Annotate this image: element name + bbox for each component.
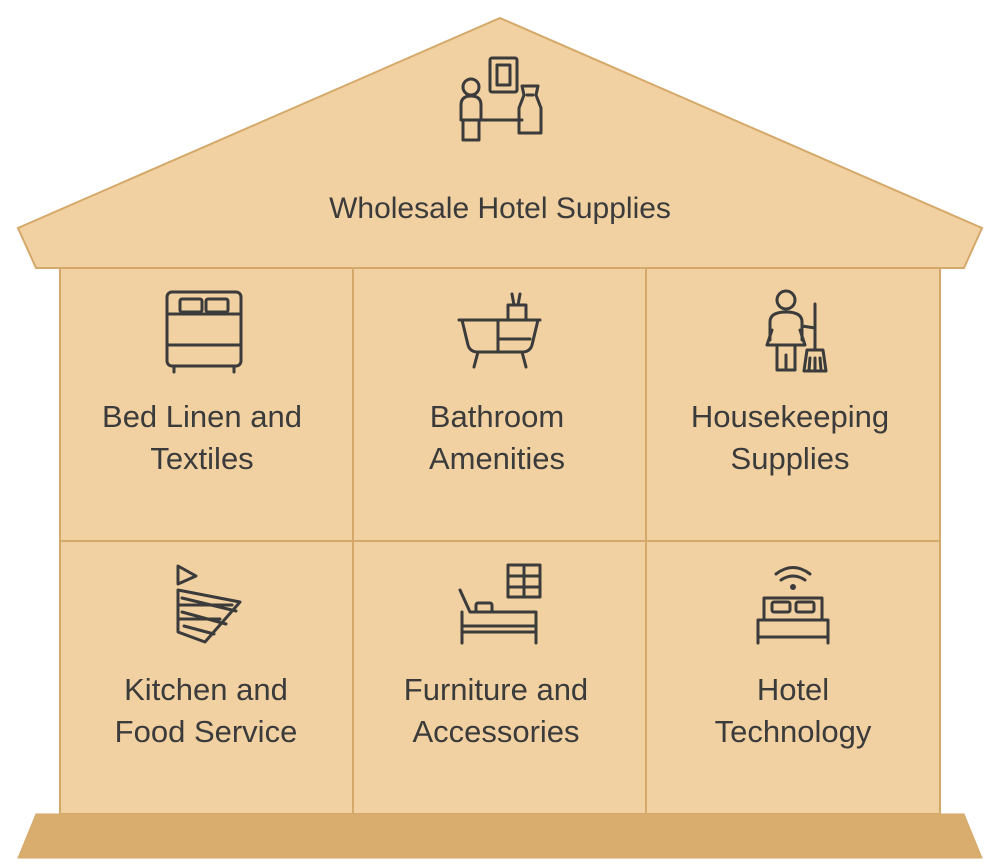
room-5-label-line-1: Furniture and — [404, 672, 588, 707]
roof — [16, 16, 984, 269]
bed-icon — [165, 290, 243, 374]
building-base — [17, 813, 983, 859]
roof-title: Wholesale Hotel Supplies — [329, 192, 671, 225]
room-5-label-line-2: Accessories — [412, 714, 579, 749]
room-4-label-line-1: Kitchen and — [124, 672, 288, 707]
room-6-label-line-1: Hotel — [757, 672, 829, 707]
room-2-label-line-2: Amenities — [429, 441, 565, 476]
smart-bed-wifi-icon — [756, 566, 830, 645]
bathroom-vanity-icon — [457, 292, 542, 369]
room-1-label-line-2: Textiles — [150, 441, 253, 476]
room-4-label-line-2: Food Service — [115, 714, 298, 749]
kitchen-utensils-icon — [176, 564, 242, 644]
room-3-label-line-2: Supplies — [731, 441, 850, 476]
room-dividers — [60, 268, 940, 814]
hotel-reception-icon — [459, 56, 543, 142]
room-2-label-line-1: Bathroom — [430, 399, 564, 434]
room-3-label-line-1: Housekeeping — [691, 399, 889, 434]
housekeeper-broom-icon — [765, 289, 828, 373]
room-6-label-line-2: Technology — [715, 714, 872, 749]
room-1-label-line-1: Bed Linen and — [102, 399, 302, 434]
bedroom-furniture-icon — [458, 563, 542, 645]
